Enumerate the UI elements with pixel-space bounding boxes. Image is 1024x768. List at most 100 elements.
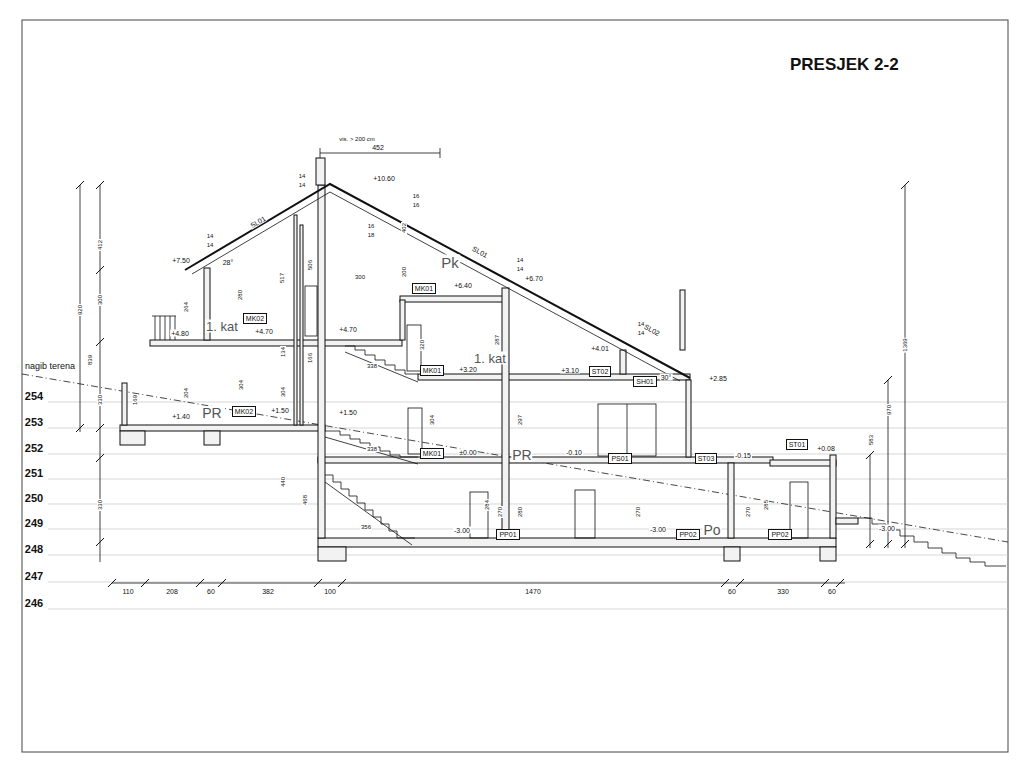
material-tag: MK01 [420, 448, 444, 459]
elevation-scale: 251 [24, 468, 44, 479]
dimension: 330 [97, 499, 103, 511]
level-mark: +6.70 [524, 275, 544, 282]
tag-code: ST03 [698, 455, 715, 462]
dimension: 583 [868, 434, 874, 446]
dimension: 338 [366, 446, 378, 452]
level-mark: +4.80 [170, 330, 190, 337]
dimension: 264 [183, 301, 189, 313]
dimension: 134 [280, 346, 286, 358]
level-mark: +7.50 [171, 257, 191, 264]
dimension: 169 [132, 394, 138, 406]
material-tag: MK01 [412, 283, 436, 294]
elevation-scale: 253 [24, 417, 44, 428]
dimension: 839 [87, 354, 93, 366]
dimension: 330 [776, 588, 790, 595]
dimension: 16 [412, 193, 421, 199]
material-tag: MK02 [232, 406, 256, 417]
floor-label: 1. kat [205, 320, 239, 333]
elevation-scale: 248 [24, 544, 44, 555]
level-mark: +1.50 [338, 409, 358, 416]
level-mark: +1.50 [270, 407, 290, 414]
dimension: 100 [323, 588, 337, 595]
dimension: 14 [206, 242, 215, 248]
level-mark: +2.85 [708, 375, 728, 382]
material-tag: ST01 [786, 439, 809, 450]
dimension: 468 [302, 494, 308, 506]
height-note: vis. > 200 cm [338, 136, 376, 142]
dimension: 1369 [902, 337, 908, 352]
dimension: 970 [886, 404, 892, 416]
tag-code: PS01 [611, 455, 628, 462]
dimension: 60 [206, 588, 216, 595]
dimension: 506 [307, 259, 313, 271]
material-tag: ST03 [695, 453, 718, 464]
dimension: 270 [497, 506, 503, 518]
tag-code: PP02 [679, 531, 696, 538]
dimension: 452 [371, 144, 385, 151]
elevation-scale: 254 [24, 391, 44, 402]
dimension: 204 [183, 387, 189, 399]
dimension: 14 [298, 173, 307, 179]
tag-code: MK02 [235, 408, 253, 415]
dimension: 1470 [524, 588, 542, 595]
elevation-scale: 252 [24, 443, 44, 454]
level-mark: -3.00 [878, 525, 896, 532]
dimension: 280 [517, 506, 523, 518]
dimension: 330 [97, 394, 103, 406]
material-tag: PP01 [496, 529, 519, 540]
dimension: 297 [517, 414, 523, 426]
level-mark: -0.15 [734, 452, 752, 459]
dimension: 60 [727, 588, 737, 595]
dimension: 18 [367, 232, 376, 238]
floor-label: Po [702, 523, 721, 537]
tag-code: ST02 [592, 368, 609, 375]
dimension: 412 [97, 239, 103, 251]
dimension: 356 [360, 524, 372, 530]
layer-code: SL01 [248, 214, 267, 229]
elevation-scale: 250 [24, 493, 44, 504]
dimension: 14 [516, 266, 525, 272]
level-mark: +1.40 [171, 413, 191, 420]
tag-code: PP02 [771, 531, 788, 538]
dimension: 440 [280, 476, 286, 488]
floor-label: 1. kat [473, 352, 507, 365]
layer-code: SL01 [470, 245, 489, 260]
terrain-note: nagib terena [24, 362, 76, 371]
dimension: 284 [484, 499, 490, 511]
roof-angle: 28° [222, 259, 235, 266]
dimension: 16 [412, 202, 421, 208]
dimension: 60 [827, 588, 837, 595]
dimension: 166 [307, 352, 313, 364]
level-mark: +0.08 [816, 445, 836, 452]
material-tag: PP02 [768, 529, 791, 540]
level-mark: ±0.00 [458, 449, 477, 456]
dimension: 300 [354, 274, 366, 280]
roof-angle: 30° [660, 374, 673, 381]
dimension: 285 [763, 499, 769, 511]
dimension: 517 [279, 272, 285, 284]
level-mark: +3.20 [458, 366, 478, 373]
level-mark: -3.00 [453, 527, 471, 534]
dimension: 320 [419, 339, 425, 351]
dimension: 920 [77, 304, 83, 316]
level-mark: -3.00 [649, 526, 667, 533]
floor-label: Pk [440, 255, 460, 270]
floor-label: PR [511, 448, 532, 462]
dimension: 270 [745, 506, 751, 518]
tag-code: MK01 [423, 367, 441, 374]
dimension: 14 [516, 257, 525, 263]
material-tag: ST02 [589, 366, 612, 377]
dimension: 280 [237, 289, 243, 301]
dimension: 304 [429, 414, 435, 426]
dimension: 304 [238, 379, 244, 391]
dimension: 14 [637, 330, 646, 336]
section-title: PRESJEK 2-2 [790, 56, 899, 73]
dimension: 208 [165, 588, 179, 595]
tag-code: MK02 [246, 315, 264, 322]
tag-code: MK01 [423, 450, 441, 457]
level-mark: +4.70 [254, 328, 274, 335]
level-mark: +6.40 [453, 282, 473, 289]
dimension: 287 [494, 334, 500, 346]
